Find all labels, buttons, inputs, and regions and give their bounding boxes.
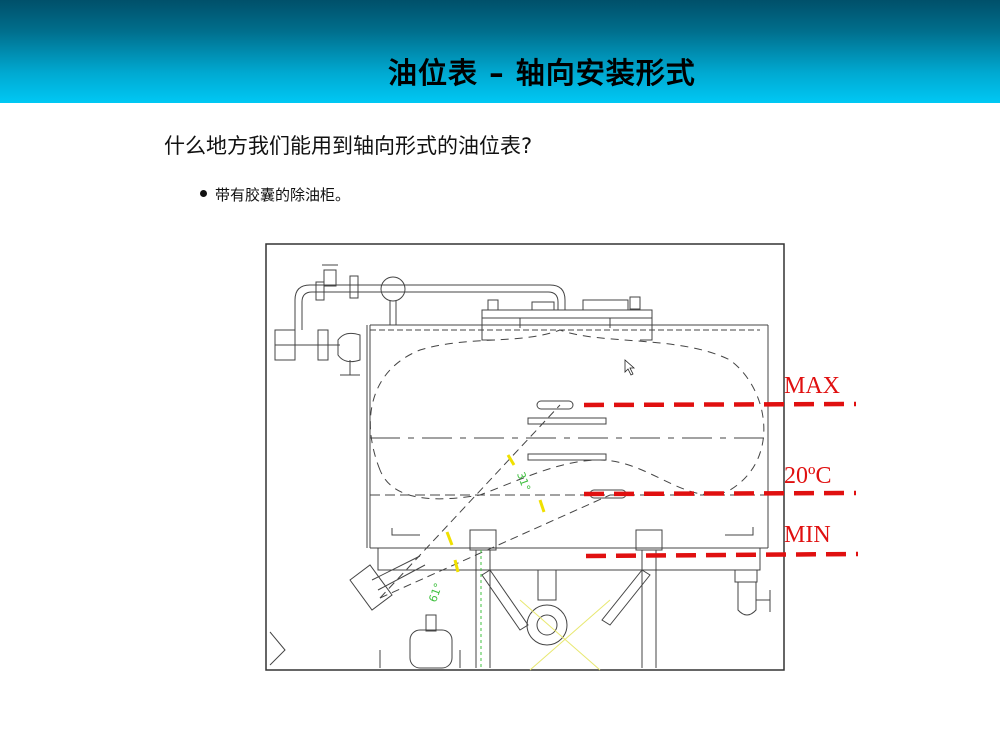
question-text: 什么地方我们能用到轴向形式的油位表? <box>164 134 533 158</box>
mid-temp-label: 20ºC <box>784 463 832 489</box>
title-banner: 油位表 – 轴向安装形式 <box>0 0 1000 103</box>
bullet-item: 带有胶囊的除油柜。 <box>200 184 350 205</box>
angle-label-61: 61° <box>426 581 445 604</box>
mouse-cursor-icon <box>624 359 636 376</box>
min-label: MIN <box>784 522 831 548</box>
bullet-dot-icon <box>200 190 207 197</box>
angle-label-31: 31° <box>514 470 533 493</box>
slide-title: 油位表 – 轴向安装形式 <box>388 56 696 90</box>
max-label: MAX <box>784 373 841 399</box>
bullet-text: 带有胶囊的除油柜。 <box>215 186 351 204</box>
conservator-drawing: 31° 61° <box>265 243 785 671</box>
